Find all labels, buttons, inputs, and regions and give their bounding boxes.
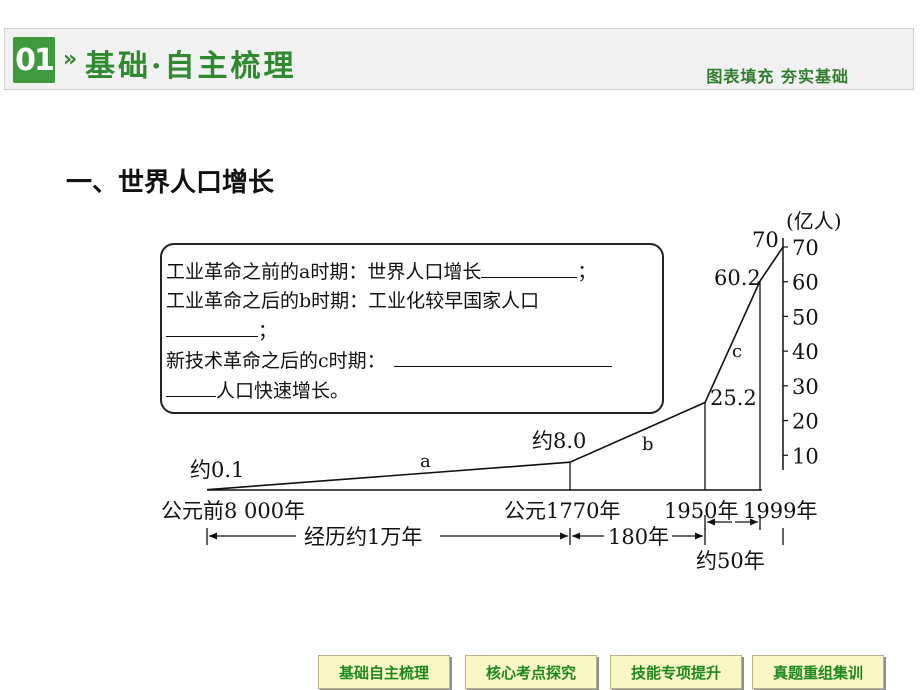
nav-button-core[interactable]: 核心考点探究 bbox=[465, 655, 597, 689]
data-point-label: 25.2 bbox=[710, 386, 757, 410]
segment-label: a bbox=[420, 451, 431, 472]
section-number-badge: 01 bbox=[13, 37, 55, 83]
section-subtitle: 图表填充 夯实基础 bbox=[706, 67, 849, 86]
population-line bbox=[206, 246, 784, 491]
x-tick-label: 公元1770年 bbox=[504, 499, 620, 523]
nav-button-skills[interactable]: 技能专项提升 bbox=[610, 655, 742, 689]
arrow-head bbox=[750, 518, 758, 526]
x-tick-label: 1950年 bbox=[664, 499, 738, 523]
data-point-label: 约0.1 bbox=[190, 458, 244, 482]
segment-label: c bbox=[732, 341, 742, 362]
arrow-head bbox=[209, 532, 217, 540]
y-tick-label: 40 bbox=[792, 340, 819, 364]
x-tick-label: 1999年 bbox=[743, 499, 817, 523]
y-tick-label: 60 bbox=[792, 271, 819, 295]
y-axis-unit: (亿人) bbox=[786, 209, 842, 233]
span-label: 约50年 bbox=[696, 549, 765, 573]
textbox-line-5: 人口快速增长。 bbox=[166, 376, 662, 406]
y-tick-label: 30 bbox=[792, 375, 819, 399]
arrow-head bbox=[560, 532, 568, 540]
nav-button-exam[interactable]: 真题重组集训 bbox=[752, 655, 884, 689]
textbox-line-1: 工业革命之前的a时期：世界人口增长； bbox=[166, 257, 662, 287]
arrow-head bbox=[572, 532, 580, 540]
arrow-head bbox=[707, 518, 715, 526]
data-point-label: 70 bbox=[752, 228, 779, 252]
page-heading: 一、世界人口增长 bbox=[66, 168, 275, 198]
section-title: 基础·自主梳理 bbox=[85, 49, 297, 84]
fill-in-text-box: 工业革命之前的a时期：世界人口增长； 工业革命之后的b时期：工业化较早国家人口 … bbox=[160, 243, 664, 414]
data-point-label: 60.2 bbox=[714, 266, 761, 290]
answer-blank-c2[interactable] bbox=[166, 376, 216, 397]
span-label: 180年 bbox=[608, 525, 669, 549]
nav-button-basics[interactable]: 基础自主梳理 bbox=[318, 655, 450, 689]
double-chevron-icon: » bbox=[63, 47, 78, 72]
y-tick-label: 50 bbox=[792, 305, 819, 329]
span-label: 经历约1万年 bbox=[304, 525, 422, 549]
y-tick-label: 10 bbox=[792, 444, 819, 468]
textbox-line-2: 工业革命之后的b时期：工业化较早国家人口 bbox=[166, 290, 540, 312]
arrow-head bbox=[695, 532, 703, 540]
x-tick-label: 公元前8 000年 bbox=[161, 499, 305, 523]
y-tick-label: 70 bbox=[792, 236, 819, 260]
textbox-line-3: ； bbox=[166, 316, 662, 346]
data-point-label: 约8.0 bbox=[532, 429, 586, 453]
answer-blank-b[interactable] bbox=[166, 316, 258, 337]
segment-label: b bbox=[642, 434, 654, 455]
answer-blank-c1[interactable] bbox=[393, 346, 612, 367]
section-header: 01 » 基础·自主梳理 图表填充 夯实基础 bbox=[4, 28, 914, 90]
y-tick-label: 20 bbox=[792, 410, 819, 434]
textbox-line-4: 新技术革命之后的c时期： bbox=[166, 346, 662, 376]
answer-blank-a[interactable] bbox=[481, 257, 578, 278]
